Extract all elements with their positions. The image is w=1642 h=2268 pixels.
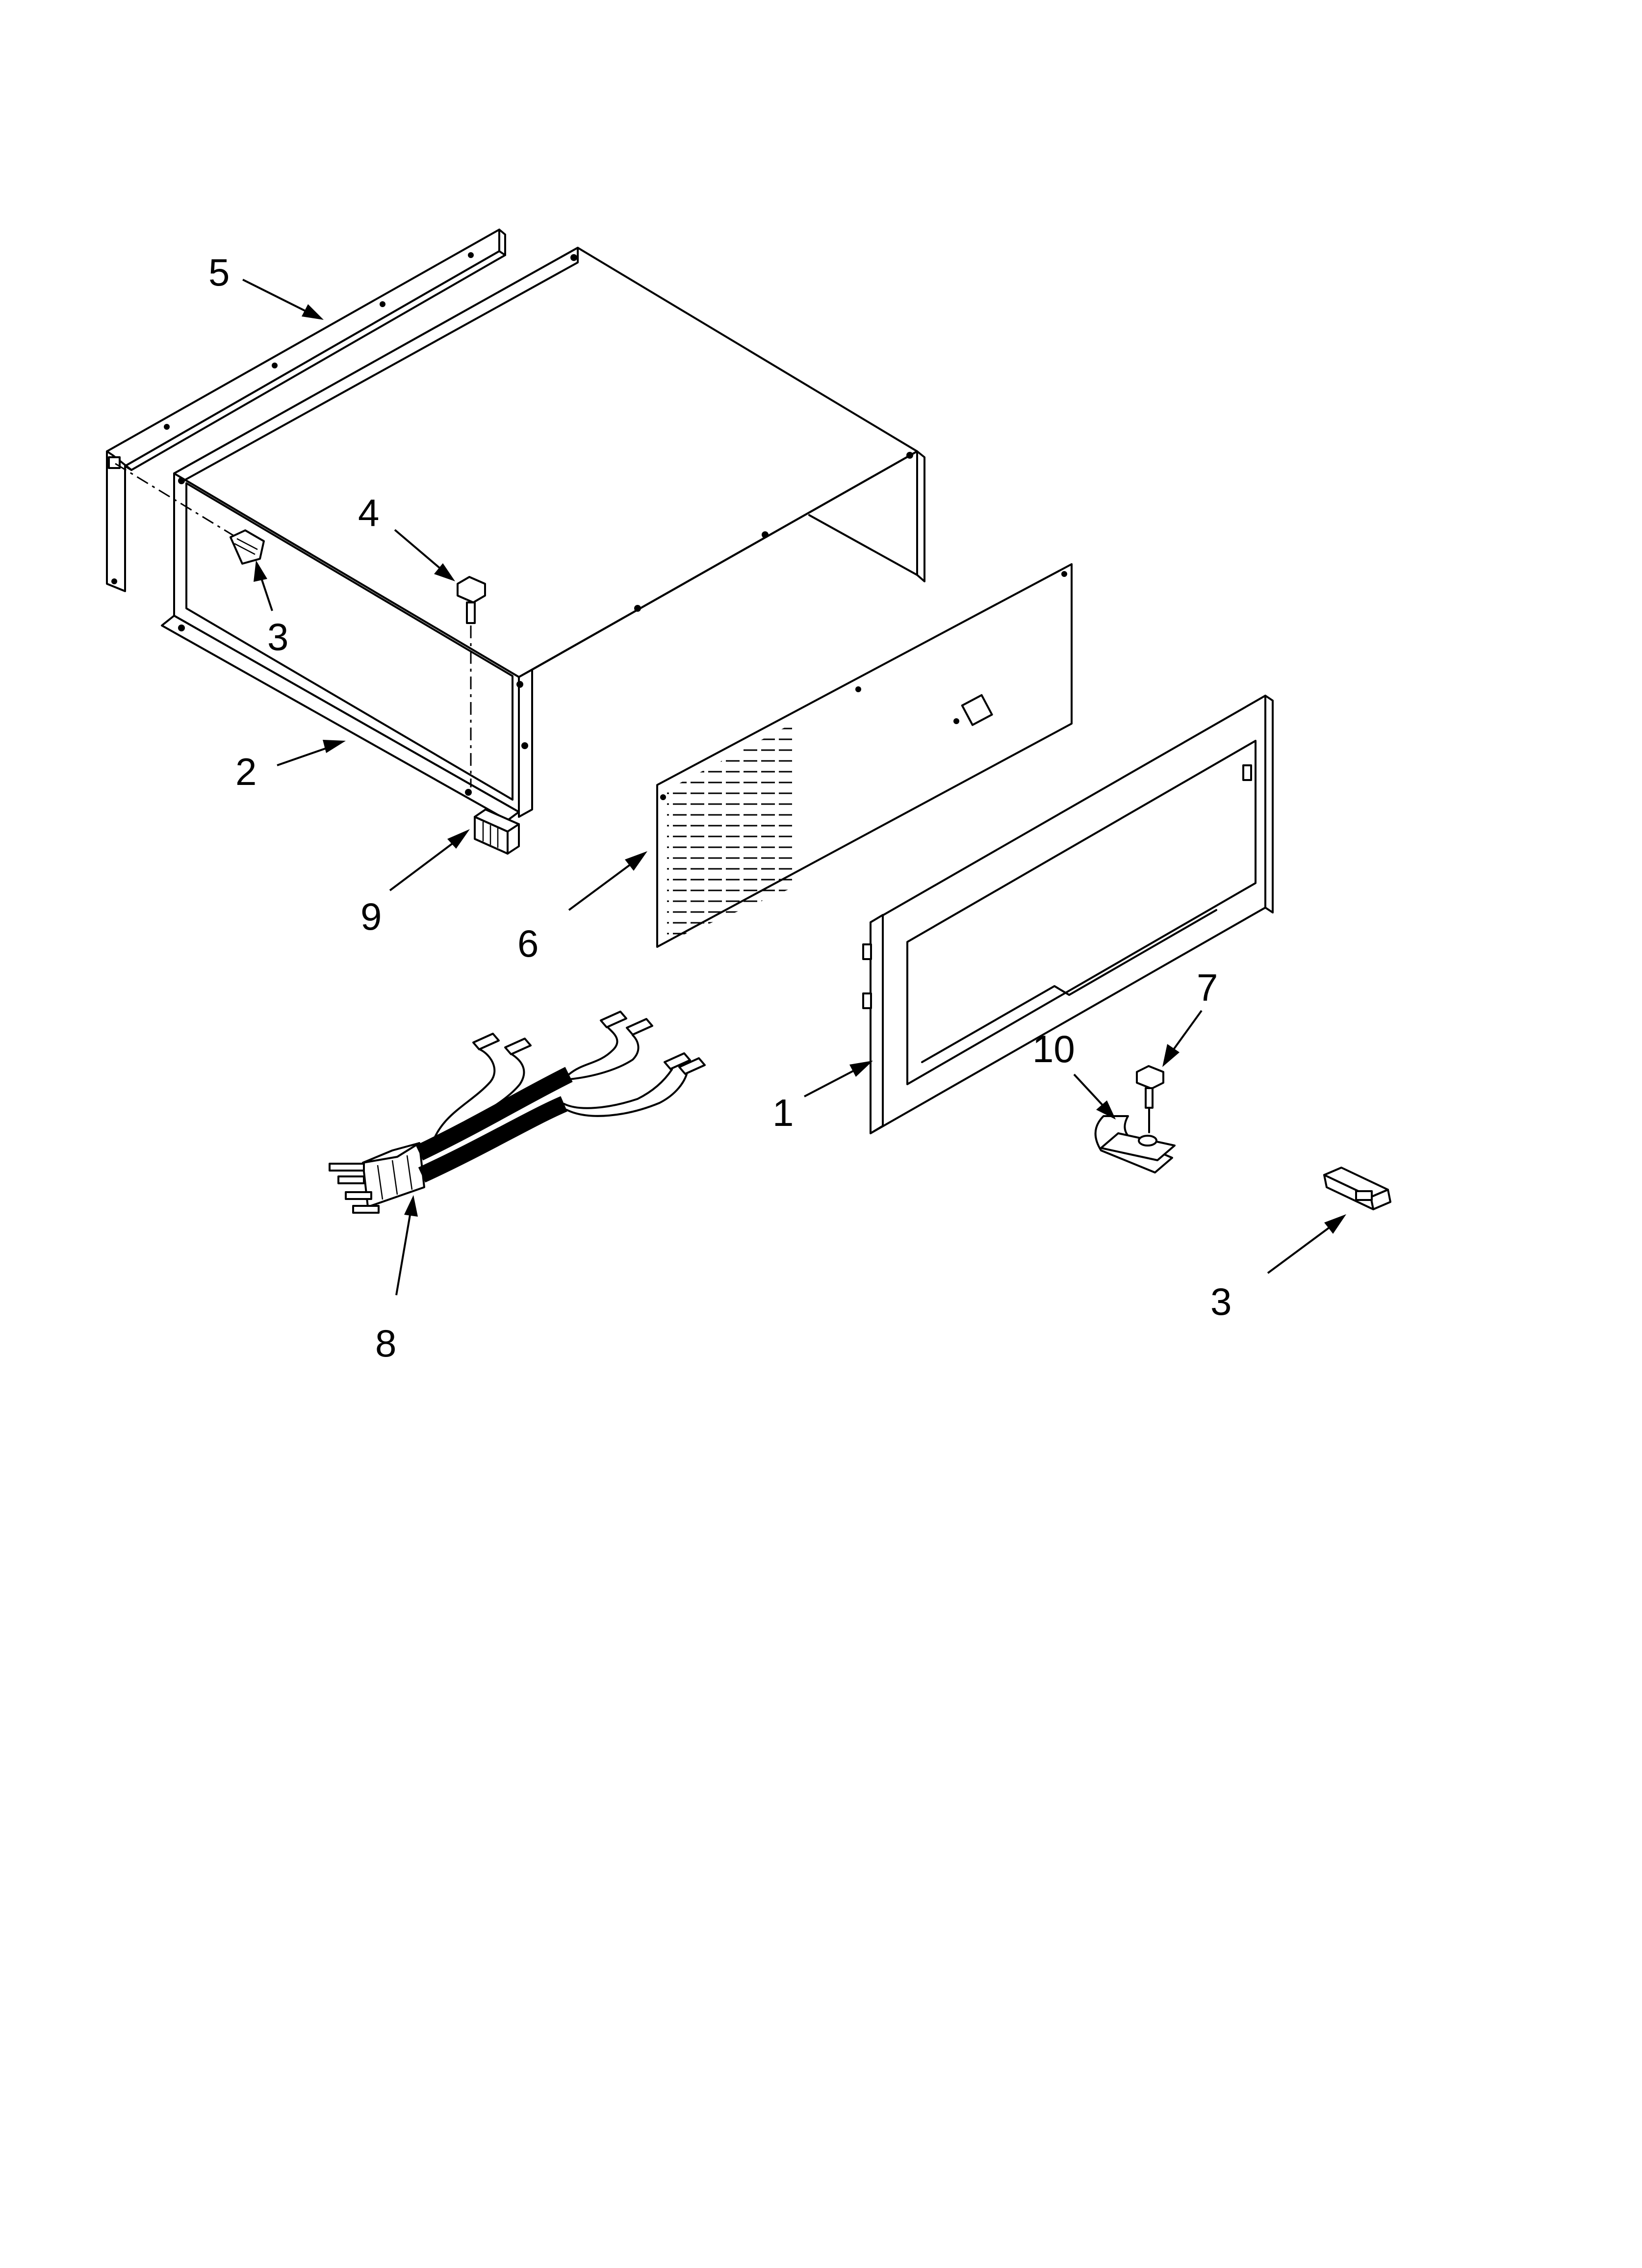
callout-label: 10	[1032, 1027, 1075, 1070]
callout-4: 5	[208, 251, 324, 320]
callout-8: 9	[360, 829, 470, 938]
clip-bracket	[1323, 1167, 1391, 1210]
terminal-block	[474, 808, 520, 855]
callout-2: 2	[235, 740, 346, 793]
callout-5: 6	[517, 851, 647, 965]
callout-label: 5	[208, 251, 230, 294]
callout-9: 10	[1032, 1027, 1116, 1120]
wire-harness	[329, 1011, 706, 1214]
cable-clamp	[1094, 1115, 1176, 1173]
clamp-screw	[1136, 1065, 1164, 1133]
callout-1: 1	[772, 1061, 873, 1134]
front-trim-frame	[862, 695, 1274, 1134]
callout-label: 4	[358, 491, 379, 534]
callout-label: 8	[375, 1322, 396, 1365]
callout-label: 3	[1210, 1280, 1232, 1323]
callout-3b: 4	[358, 491, 455, 581]
callout-label: 2	[235, 750, 257, 793]
grille-panel	[656, 563, 1073, 948]
callout-10: 3	[1210, 1214, 1346, 1323]
callout-6: 7	[1162, 966, 1218, 1067]
screw-side	[115, 463, 265, 565]
callout-label: 9	[360, 895, 382, 938]
callout-label: 6	[517, 922, 539, 965]
callout-label: 1	[772, 1091, 794, 1134]
callout-label: 7	[1197, 966, 1218, 1009]
callout-label: 3	[267, 615, 288, 658]
screw-top	[457, 576, 486, 787]
callout-3a: 3	[254, 560, 288, 658]
callout-7: 8	[375, 1195, 418, 1365]
